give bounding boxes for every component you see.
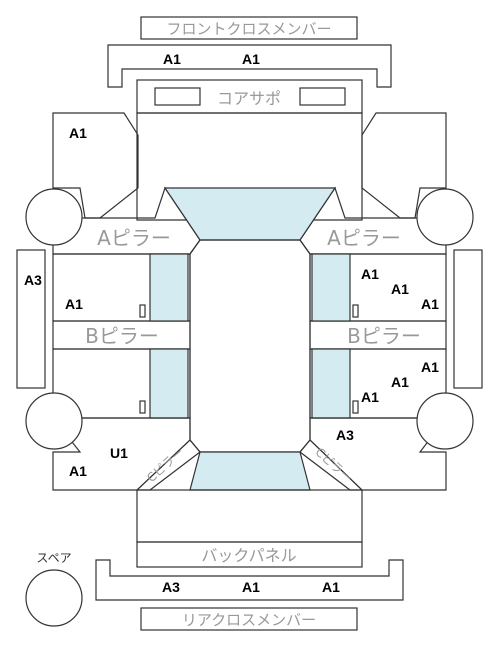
- code-rear-quarter-left-2: A1: [69, 463, 87, 479]
- rear-cross-member-bracket: [95, 559, 404, 601]
- front-window-left: [149, 253, 189, 322]
- headlight-right: [299, 87, 346, 106]
- sill-left: [16, 249, 46, 389]
- tire-rear-right: [416, 392, 474, 450]
- b-pillar-left-label: Bピラー: [85, 324, 159, 348]
- spare-label: スペア: [36, 551, 71, 565]
- code-front-door-left: A1: [65, 296, 83, 312]
- rear-window-right: [311, 348, 351, 419]
- code-rear-cross-1: A3: [162, 579, 180, 595]
- rear-quarter-right: [309, 417, 448, 491]
- tire-front-left: [25, 188, 83, 246]
- code-rear-door-right-1: A1: [421, 359, 439, 375]
- sill-right: [453, 249, 483, 389]
- code-front-cross-right: A1: [242, 51, 260, 67]
- code-front-door-right-3: A1: [421, 296, 439, 312]
- a-pillar-left-label: Aピラー: [97, 226, 171, 250]
- code-rear-quarter-left-1: U1: [110, 445, 128, 461]
- back-panel-box: [136, 541, 363, 568]
- rear-quarter-left: [51, 417, 191, 491]
- roof-panel: [189, 239, 311, 453]
- rear-window-left: [149, 348, 189, 419]
- back-panel-label: バックパネル: [201, 546, 296, 565]
- headlight-left: [154, 87, 201, 106]
- door-handle: [139, 400, 146, 414]
- code-rear-quarter-right: A3: [336, 427, 354, 443]
- tire-front-right: [416, 188, 474, 246]
- core-support-label: コアサポ: [217, 89, 281, 108]
- code-front-fender-left: A1: [69, 125, 87, 141]
- front-window-right: [311, 253, 351, 322]
- trunk-lid: [136, 489, 363, 543]
- door-handle: [139, 304, 146, 318]
- door-handle: [352, 304, 359, 318]
- rear-cross-member-label: リアクロスメンバー: [182, 611, 316, 629]
- spare-tire: [25, 569, 83, 627]
- rear-window: [189, 451, 311, 491]
- windshield: [163, 187, 337, 241]
- code-rear-door-right-2: A1: [391, 374, 409, 390]
- code-rear-cross-3: A1: [322, 579, 340, 595]
- code-rear-door-right-3: A1: [361, 389, 379, 405]
- a-pillar-right-label: Aピラー: [327, 226, 401, 250]
- front-cross-member-box: [140, 16, 358, 40]
- door-handle: [352, 400, 359, 414]
- code-front-cross-left: A1: [163, 51, 181, 67]
- code-rear-cross-2: A1: [242, 579, 260, 595]
- c-pillar-right-label: Cピラー: [312, 445, 354, 485]
- hood-panel: [136, 112, 363, 221]
- code-front-door-right-1: A1: [361, 266, 379, 282]
- rear-cross-member-box: [140, 607, 358, 631]
- code-left-sill: A3: [24, 272, 42, 288]
- tire-rear-left: [25, 392, 83, 450]
- code-front-door-right-2: A1: [391, 281, 409, 297]
- b-pillar-right-label: Bピラー: [347, 324, 421, 348]
- core-support-box: [136, 79, 363, 114]
- front-cross-member-bracket: [107, 44, 392, 88]
- front-cross-member-label: フロントクロスメンバー: [166, 20, 331, 38]
